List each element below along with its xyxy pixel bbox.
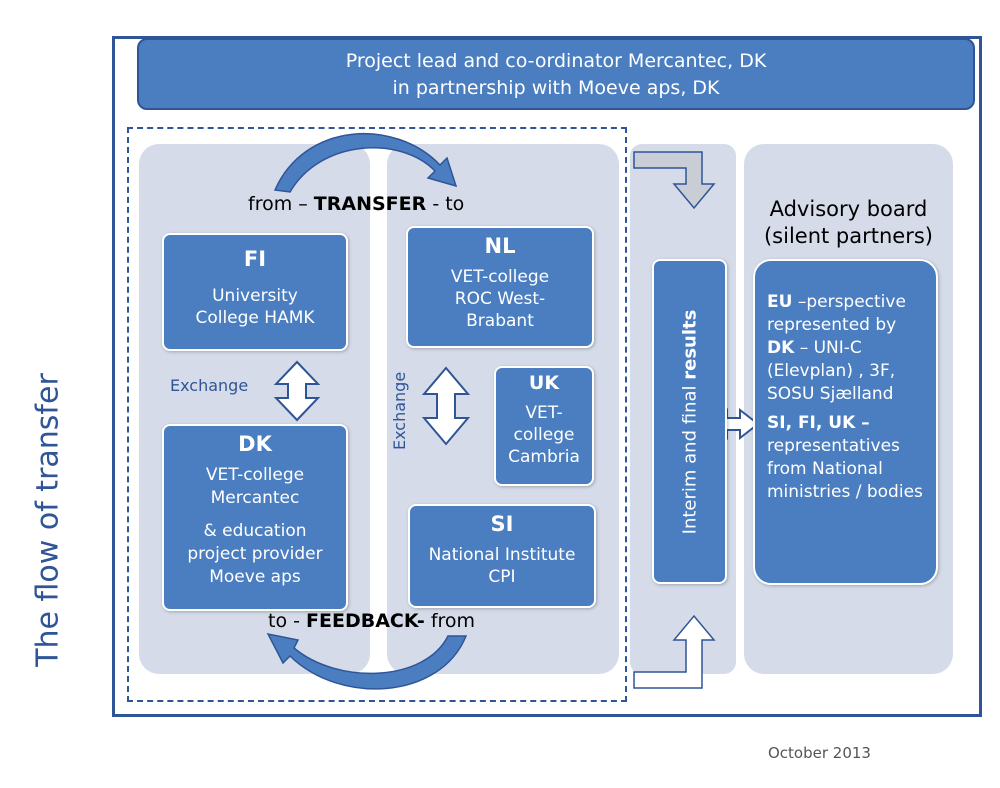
nl-title: NL <box>484 234 516 258</box>
uk-title: UK <box>528 372 560 394</box>
results-box: Interim and final results <box>652 259 727 584</box>
advisory-board-title: Advisory board (silent partners) <box>744 196 953 250</box>
fi-title: FI <box>243 247 267 271</box>
advisory-si-text: SI, FI, UK – representatives from Nation… <box>767 413 923 502</box>
fi-partner-box: FI University College HAMK <box>162 233 348 351</box>
dashed-transfer-group <box>127 127 627 702</box>
bent-arrow-down <box>633 151 716 210</box>
advisory-eu-dk-text: EU –perspective represented by DK – UNI-… <box>767 292 906 404</box>
uk-partner-box: UK VET- college Cambria <box>494 366 594 486</box>
uk-line-1: VET- <box>525 403 563 423</box>
dk-line-4: project provider <box>187 544 323 564</box>
si-partner-box: SI National Institute CPI <box>408 504 596 608</box>
nl-partner-box: NL VET-college ROC West- Brabant <box>406 226 594 348</box>
fi-line-2: College HAMK <box>195 308 315 328</box>
dk-title: DK <box>238 432 272 456</box>
nl-line-2: ROC West- <box>454 289 546 309</box>
advisory-subtitle: (silent partners) <box>763 224 933 248</box>
si-line-1: National Institute <box>428 545 576 565</box>
exchange-double-arrow-left <box>273 360 321 422</box>
dk-line-3: & education <box>203 521 307 541</box>
uk-line-3: Cambria <box>508 447 580 467</box>
transfer-label: from – TRANSFER - to <box>248 193 465 215</box>
nl-line-3: Brabant <box>466 311 534 331</box>
si-title: SI <box>490 512 514 536</box>
exchange-label-middle: Exchange <box>390 371 409 450</box>
results-label: Interim and final results <box>679 309 700 534</box>
header-line-1: Project lead and co-ordinator Mercantec,… <box>345 50 767 72</box>
date-label: October 2013 <box>768 744 871 762</box>
exchange-label-left: Exchange <box>170 376 249 395</box>
dk-line-1: VET-college <box>205 465 305 485</box>
header-bar: Project lead and co-ordinator Mercantec,… <box>137 38 975 110</box>
bent-arrow-up <box>633 614 716 689</box>
side-title: The flow of transfer <box>30 373 66 667</box>
advisory-title: Advisory board <box>769 197 928 221</box>
dk-partner-box: DK VET-college Mercantec & education pro… <box>162 424 348 611</box>
dk-line-2: Mercantec <box>210 488 300 508</box>
advisory-box: EU –perspective represented by DK – UNI-… <box>753 259 938 585</box>
exchange-double-arrow-middle <box>421 366 471 446</box>
si-line-2: CPI <box>488 567 516 587</box>
dk-line-5: Moeve aps <box>209 567 301 587</box>
uk-line-2: college <box>513 425 575 445</box>
feedback-label: to - FEEDBACK- from <box>268 610 476 632</box>
header-line-2: in partnership with Moeve aps, DK <box>392 77 720 99</box>
nl-line-1: VET-college <box>450 267 550 287</box>
fi-line-1: University <box>212 286 298 306</box>
transfer-curved-arrow <box>273 132 458 193</box>
feedback-curved-arrow <box>266 632 468 690</box>
